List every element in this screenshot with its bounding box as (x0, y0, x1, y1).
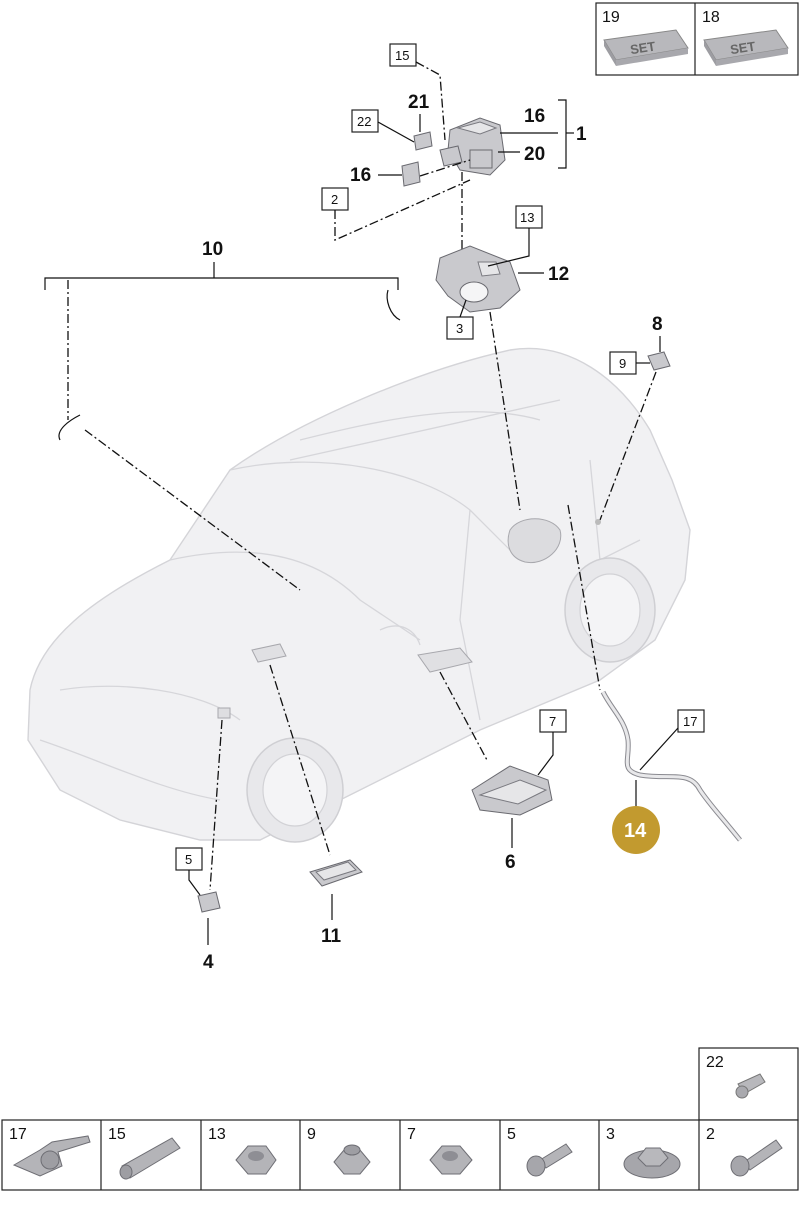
hardware-table: 22 17 15 13 (1, 1047, 799, 1191)
hardware-cell-3[interactable]: 3 (606, 1126, 681, 1179)
set-box-19-number: 19 (602, 9, 620, 26)
callout-7: 7 (549, 714, 556, 729)
part-11-module[interactable] (309, 859, 363, 887)
callout-3: 3 (456, 321, 463, 336)
hardware-cell-13-number: 13 (208, 1126, 226, 1143)
callout-14-highlight[interactable]: 14 (612, 806, 660, 854)
callout-5: 5 (185, 852, 192, 867)
set-box-group: 19 SET 18 SET (595, 2, 799, 76)
part-4-sensor[interactable] (197, 891, 221, 913)
bracket-mount-location (507, 518, 562, 564)
callout-15-box (389, 43, 417, 67)
hardware-cell-2[interactable]: 2 (706, 1126, 783, 1177)
callout-10: 10 (202, 239, 223, 260)
hardware-cell-15[interactable]: 15 (108, 1126, 181, 1180)
set-box-19-label: SET (629, 38, 656, 57)
hardware-cell-17[interactable]: 17 (9, 1126, 91, 1177)
callout-15: 15 (395, 48, 409, 63)
part-14-cable[interactable] (600, 690, 742, 842)
set-box-18[interactable]: 18 SET (702, 9, 789, 66)
part-12-bracket[interactable] (435, 245, 521, 313)
set-box-18-number: 18 (702, 9, 720, 26)
callout-6: 6 (505, 852, 516, 873)
callout-17-box (677, 709, 705, 733)
hardware-cell-7-number: 7 (407, 1126, 416, 1143)
hardware-cell-2-number: 2 (706, 1126, 715, 1143)
hardware-cell-9[interactable]: 9 (307, 1126, 371, 1175)
part-10-wire-end-right (386, 289, 401, 321)
part-6-module[interactable] (471, 765, 553, 816)
hardware-cell-22-number: 22 (706, 1054, 724, 1071)
hardware-cell-7[interactable]: 7 (407, 1126, 473, 1175)
callout-22: 22 (357, 114, 371, 129)
part-10-wire-end-left (58, 414, 81, 441)
hardware-cell-3-number: 3 (606, 1126, 615, 1143)
vehicle-illustration (27, 347, 691, 843)
callout-21: 21 (408, 92, 430, 113)
set-box-18-label: SET (729, 38, 756, 57)
hardware-cell-5-number: 5 (507, 1126, 516, 1143)
callout-9: 9 (619, 356, 626, 371)
callout-2: 2 (331, 192, 338, 207)
callout-13: 13 (520, 210, 534, 225)
callout-4: 4 (203, 952, 214, 973)
callout-16-top: 16 (524, 106, 545, 127)
hardware-cell-15-number: 15 (108, 1126, 126, 1143)
callout-11: 11 (321, 926, 342, 947)
callout-22-box (351, 109, 379, 133)
part-8-mount-point (595, 519, 601, 525)
door-part-mount (417, 647, 473, 673)
callout-16-left: 16 (350, 165, 371, 186)
callout-1: 1 (576, 124, 587, 145)
hardware-cell-5[interactable]: 5 (507, 1126, 573, 1177)
part-11-front-mount (251, 643, 287, 663)
hardware-cell-17-number: 17 (9, 1126, 27, 1143)
part-22-module[interactable] (413, 131, 433, 151)
callout-20: 20 (524, 144, 545, 165)
hardware-cell-22[interactable]: 22 (698, 1047, 799, 1121)
callout-8: 8 (652, 314, 663, 335)
control-unit-assembly[interactable] (439, 117, 506, 176)
callout-14: 14 (624, 820, 647, 842)
callout-12: 12 (548, 264, 569, 285)
hardware-cell-9-number: 9 (307, 1126, 316, 1143)
callout-17: 17 (683, 714, 697, 729)
hardware-cell-13[interactable]: 13 (208, 1126, 277, 1175)
part-4-mount (217, 707, 231, 719)
set-box-19[interactable]: 19 SET (602, 9, 689, 66)
part-8-sensor[interactable] (647, 351, 671, 371)
part-16-sensor[interactable] (401, 161, 421, 187)
